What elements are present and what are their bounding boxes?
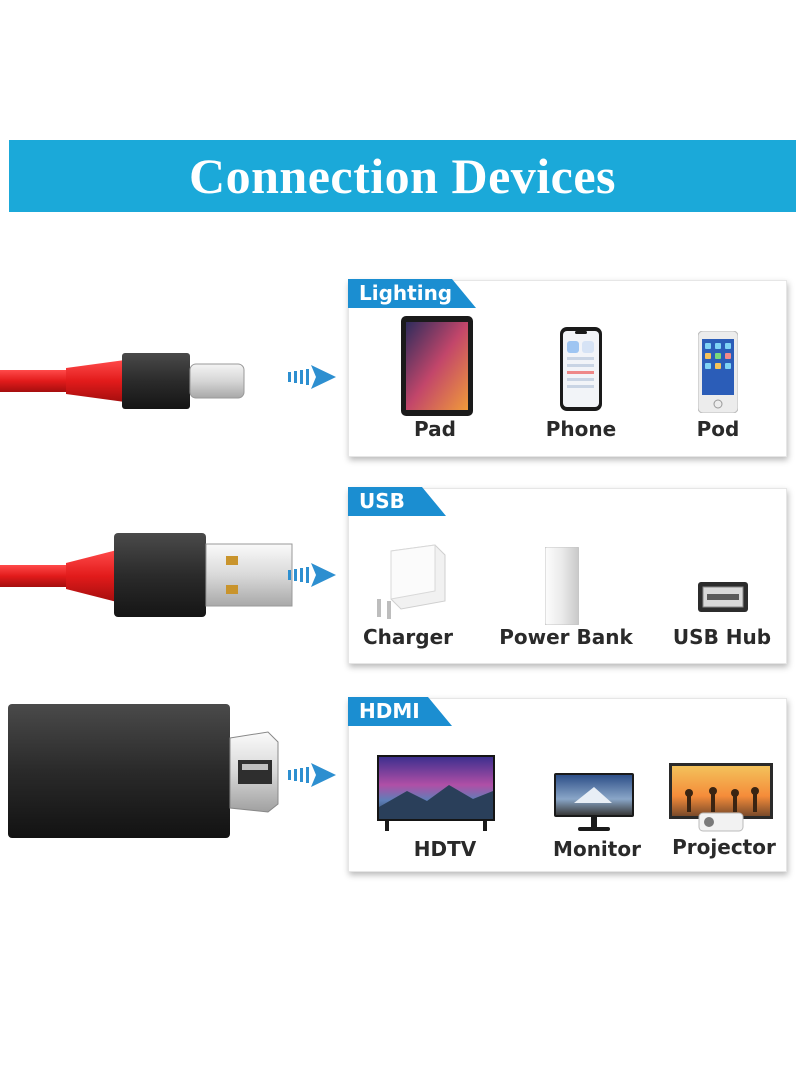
section-tag: USB [348, 487, 446, 516]
usb-port-icon [698, 582, 748, 612]
tv-icon [377, 755, 495, 831]
usb-devices-panel: USB Charger Power Bank USB Hub [348, 488, 787, 664]
section-tag: HDMI [348, 697, 452, 726]
hdmi-adapter-icon [8, 704, 279, 838]
charger-icon [377, 544, 446, 619]
projector-icon [669, 763, 773, 832]
device-label-phone: Phone [545, 417, 617, 441]
power-bank-icon [545, 547, 579, 625]
page-title: Connection Devices [189, 148, 616, 204]
device-label-charger: Charger [362, 625, 454, 649]
device-label-monitor: Monitor [553, 837, 641, 861]
device-label-hdtv: HDTV [413, 837, 477, 861]
usb-cable-icon [0, 533, 293, 617]
device-label-pod: Pod [696, 417, 740, 441]
tablet-icon [401, 316, 473, 416]
arrow-right-icon [288, 365, 336, 389]
section-tag: Lighting [348, 279, 476, 308]
monitor-icon [554, 773, 634, 831]
arrow-right-icon [288, 563, 336, 587]
hdmi-devices-panel: HDMI HDTV Monitor Projector [348, 698, 787, 872]
device-label-usb-hub: USB Hub [672, 625, 772, 649]
arrow-right-icon [288, 763, 336, 787]
device-label-power-bank: Power Bank [499, 625, 633, 649]
smartphone-icon [560, 327, 602, 411]
device-label-pad: Pad [414, 417, 456, 441]
lightning-cable-icon [0, 353, 245, 409]
media-player-icon [698, 331, 738, 413]
device-label-projector: Projector [672, 835, 776, 859]
title-banner: Connection Devices [9, 140, 796, 212]
lightning-devices-panel: Lighting Pad Phone Pod [348, 280, 787, 457]
